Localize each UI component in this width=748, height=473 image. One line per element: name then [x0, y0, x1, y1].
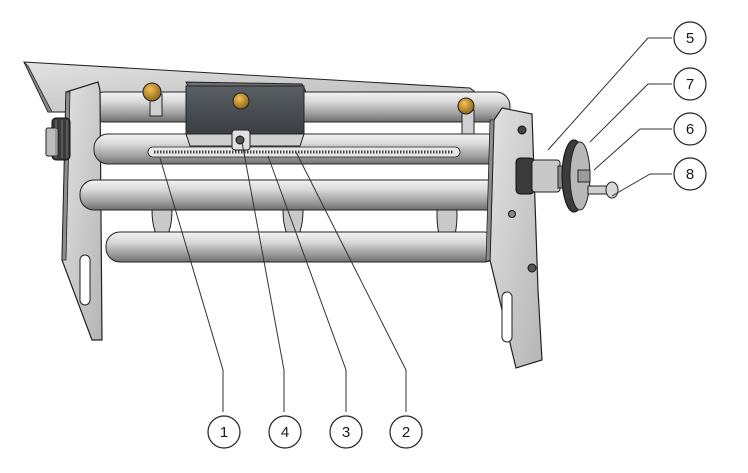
carriage-block — [185, 81, 307, 151]
back-plate-edge — [23, 61, 53, 113]
callout-1-label: 1 — [220, 424, 228, 441]
leader-lines — [159, 37, 672, 412]
rod-4 — [105, 231, 499, 263]
callout-5: 5 — [673, 21, 707, 55]
left-side-plate — [61, 81, 103, 341]
callout-4: 4 — [268, 415, 302, 449]
callout-1: 1 — [207, 415, 241, 449]
right-nut-assembly — [515, 157, 569, 195]
callout-8: 8 — [673, 157, 707, 191]
callout-7: 7 — [673, 67, 707, 101]
callout-3-label: 3 — [342, 424, 350, 441]
callout-2-label: 2 — [402, 424, 410, 441]
callout-6-label: 6 — [686, 121, 694, 138]
adjustment-wheel — [561, 139, 591, 213]
callout-7-label: 7 — [686, 76, 694, 93]
callout-5-label: 5 — [686, 30, 694, 47]
left-knurled-nut — [45, 117, 71, 161]
brass-knob-right — [457, 97, 475, 135]
callout-2: 2 — [389, 415, 423, 449]
callout-6: 6 — [673, 112, 707, 146]
brass-knob-left — [142, 82, 163, 117]
brass-knob-top — [232, 92, 250, 110]
rod-3 — [79, 179, 506, 211]
callout-3: 3 — [329, 415, 363, 449]
callout-8-label: 8 — [686, 166, 694, 183]
callout-4-label: 4 — [281, 424, 289, 441]
right-side-plate — [485, 107, 543, 369]
